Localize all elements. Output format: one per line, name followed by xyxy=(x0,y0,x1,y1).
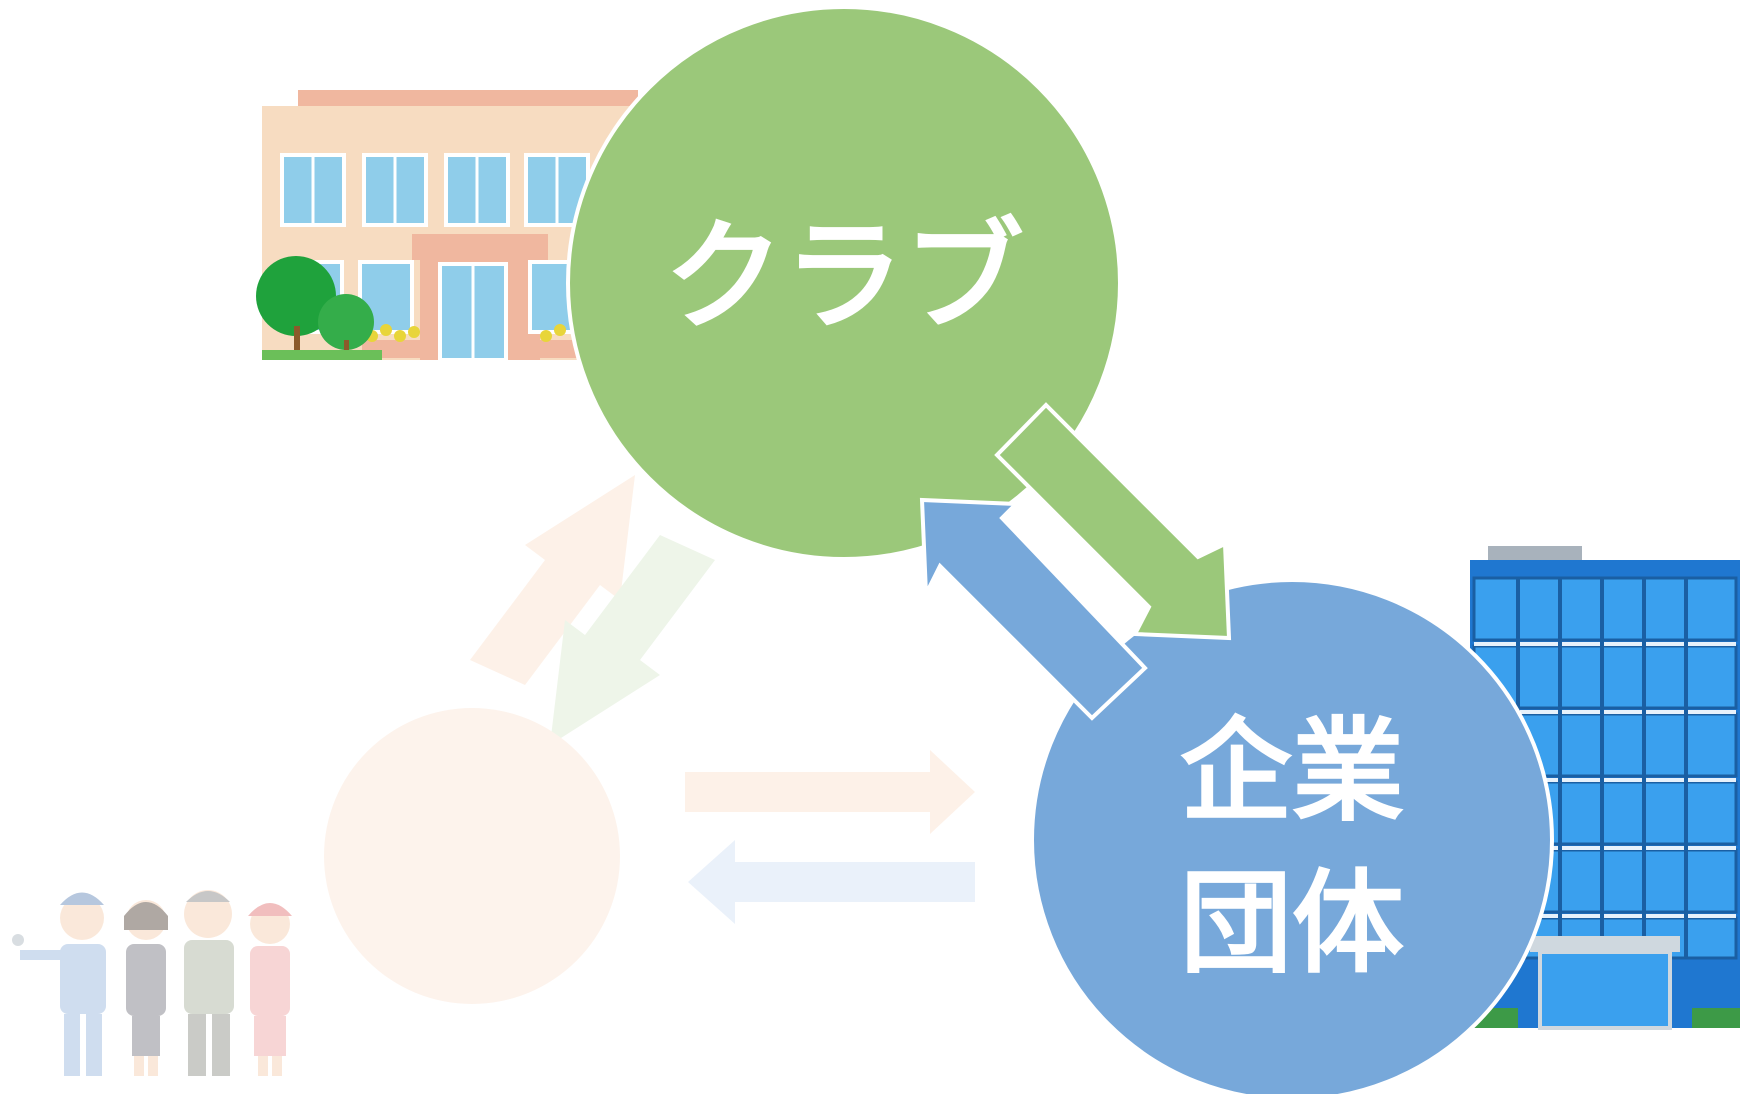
faded-arrow-company-to-community xyxy=(688,840,975,924)
company-label-line1: 企業 xyxy=(1180,707,1404,837)
community-node xyxy=(324,708,620,1004)
faded-arrow-club-to-community xyxy=(550,535,715,745)
company-node: 企業 団体 xyxy=(1030,578,1554,1094)
faded-arrow-community-to-club xyxy=(470,475,635,685)
workers-group-icon xyxy=(12,890,292,1076)
club-label: クラブ xyxy=(664,208,1024,347)
club-node: クラブ xyxy=(566,5,1122,561)
arrow-company-to-club xyxy=(919,497,1148,721)
faded-arrow-community-to-company xyxy=(685,750,975,834)
arrow-club-to-company xyxy=(994,402,1232,641)
company-label-line2: 団体 xyxy=(1180,859,1404,989)
